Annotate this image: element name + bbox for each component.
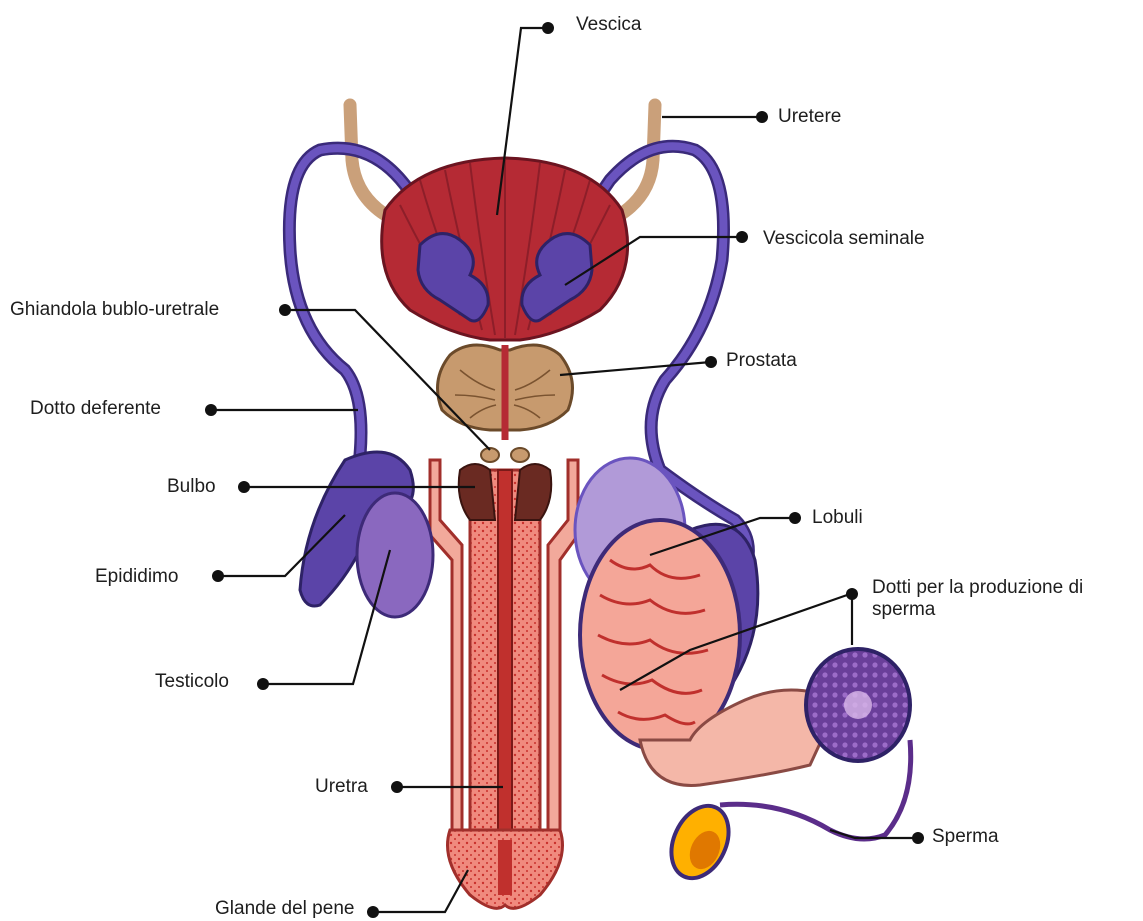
label-epididimo: Epididimo: [95, 566, 178, 588]
left-testicle: [357, 493, 433, 617]
label-testicolo: Testicolo: [155, 671, 229, 693]
label-uretra: Uretra: [315, 776, 368, 798]
label-prostata: Prostata: [726, 350, 797, 372]
label-sperma: Sperma: [932, 826, 999, 848]
label-lobuli: Lobuli: [812, 507, 863, 529]
label-dotto-deferente: Dotto deferente: [30, 398, 161, 420]
label-ghiandola-bublo-uretrale: Ghiandola bublo-uretrale: [10, 299, 219, 321]
label-uretere: Uretere: [778, 106, 841, 128]
label-bulbo: Bulbo: [167, 476, 216, 498]
left-bulbourethral-gland: [481, 448, 499, 462]
bulb: [459, 464, 495, 520]
label-glande-del-pene: Glande del pene: [215, 898, 354, 920]
label-vescica: Vescica: [576, 14, 641, 36]
label-vescicola-seminale: Vescicola seminale: [763, 228, 925, 250]
label-dotti-produzione-sperma: Dotti per la produzione di sperma: [872, 577, 1142, 621]
right-bulbourethral-gland: [511, 448, 529, 462]
urethra: [498, 470, 512, 870]
